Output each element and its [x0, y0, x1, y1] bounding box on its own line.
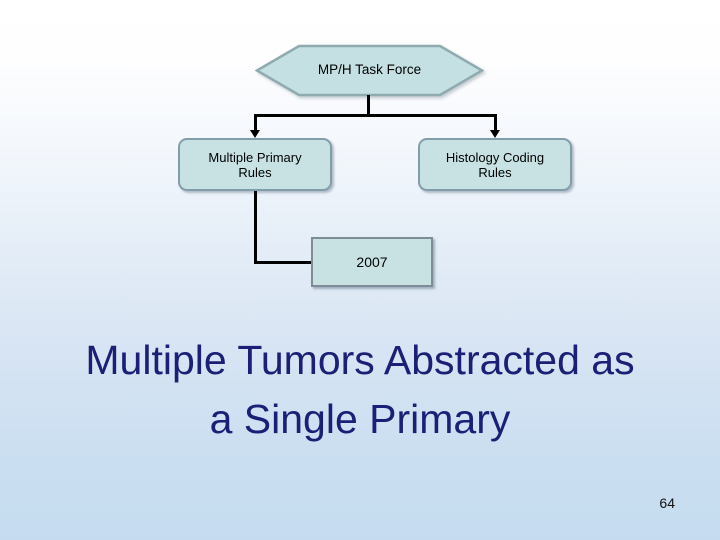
- hexagon-shape: [255, 44, 484, 97]
- connector-horizontal-rail: [254, 114, 497, 117]
- arrowhead-left-icon: [250, 130, 260, 138]
- connector-elbow-vertical: [254, 191, 257, 264]
- node-multiple-primary-rules: Multiple Primary Rules: [178, 138, 332, 191]
- hexagon-label: MP/H Task Force: [317, 62, 422, 77]
- node-histology-coding-rules: Histology Coding Rules: [418, 138, 572, 191]
- connector-hexagon-stem: [367, 95, 370, 116]
- node-2007: 2007: [311, 237, 433, 287]
- hexagon-polygon: [255, 44, 484, 97]
- connector-drop-left: [254, 114, 257, 131]
- connector-elbow-horizontal: [254, 261, 312, 264]
- slide-title-line1: Multiple Tumors Abstracted as: [85, 337, 635, 383]
- slide-title: Multiple Tumors Abstracted as a Single P…: [0, 331, 720, 449]
- arrowhead-right-icon: [490, 130, 500, 138]
- slide-title-line2: a Single Primary: [209, 396, 511, 442]
- page-number: 64: [659, 495, 675, 511]
- connector-drop-right: [494, 114, 497, 131]
